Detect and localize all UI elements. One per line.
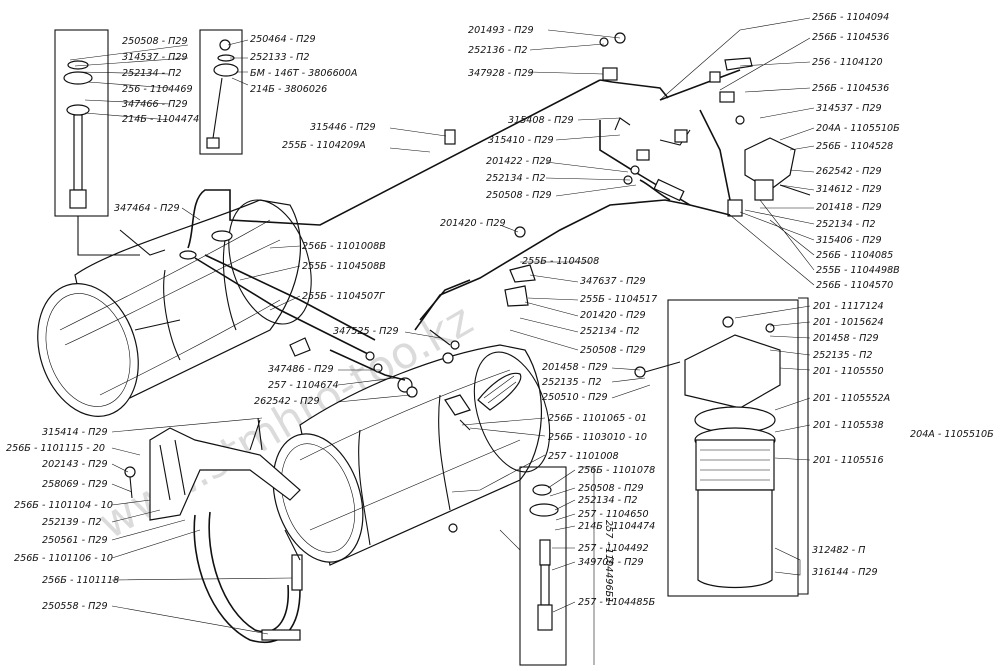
- part-label: 347486 - П29: [268, 364, 334, 375]
- part-label: 256Б - 1101106 - 10: [14, 553, 113, 564]
- part-label: 214Б - 3806026: [250, 84, 327, 95]
- part-label: 256Б - 1101078: [578, 465, 655, 476]
- part-label: 256Б - 1104536: [812, 32, 889, 43]
- part-label: 201420 - П29: [440, 218, 506, 229]
- part-label: 256Б - 1103010 - 10: [548, 432, 647, 443]
- part-label: 314537 - П29: [816, 103, 882, 114]
- part-label: 201 - 1015624: [813, 317, 884, 328]
- part-label: 250508 - П29: [486, 190, 552, 201]
- part-label: 257 - 1104650: [578, 509, 649, 520]
- leader-lines: [69, 17, 815, 665]
- part-label: 252135 - П2: [542, 377, 602, 388]
- part-labels: 250508 - П29 314537 - П29 252134 - П2 25…: [6, 12, 994, 612]
- fittings: [124, 32, 753, 499]
- part-label: 256 - 1104120: [812, 57, 883, 68]
- part-label: 201458 - П29: [813, 333, 879, 344]
- part-label: 250508 - П29: [578, 483, 644, 494]
- part-label: 202143 - П29: [42, 459, 108, 470]
- part-label: 252133 - П2: [250, 52, 310, 63]
- tank-bracket-strap: [149, 419, 303, 643]
- part-label: 347464 - П29: [114, 203, 180, 214]
- part-label: 347928 - П29: [468, 68, 534, 79]
- part-label: 250561 - П29: [42, 535, 108, 546]
- part-label: 250508 - П29: [580, 345, 646, 356]
- part-label: 201 - 1105550: [813, 366, 884, 377]
- part-label: 201420 - П29: [580, 310, 646, 321]
- part-label: 315408 - П29: [508, 115, 574, 126]
- fuel-sender-box-2: [199, 29, 243, 155]
- part-label: 256Б - 1101115 - 20: [6, 443, 105, 454]
- part-label: 214Б - 1104474: [122, 114, 199, 125]
- part-label: 255Б - 1104209А: [282, 140, 366, 151]
- part-label: 315406 - П29: [816, 235, 882, 246]
- part-label: 315410 - П29: [488, 135, 554, 146]
- part-label: 258069 - П29: [42, 479, 108, 490]
- part-label: 347466 - П29: [122, 99, 188, 110]
- part-label: 250464 - П29: [250, 34, 316, 45]
- part-label: 255Б - 1104508В: [302, 261, 386, 272]
- part-label: 201418 - П29: [816, 202, 882, 213]
- part-label: 349704 - П29: [578, 557, 644, 568]
- part-label: 255Б - 1104507Г: [302, 291, 385, 302]
- part-label: 347525 - П29: [333, 326, 399, 337]
- part-label: 257 - 1104674: [268, 380, 339, 391]
- fuel-sender-box-3: [499, 466, 567, 666]
- part-label: 315414 - П29: [42, 427, 108, 438]
- part-label: 252134 - П2: [580, 326, 640, 337]
- part-label: 201493 - П29: [468, 25, 534, 36]
- part-label: 256 - 1104469: [122, 84, 193, 95]
- part-label: 347637 - П29: [580, 276, 646, 287]
- part-label: 316144 - П29: [812, 567, 878, 578]
- part-label: 314537 - П29: [122, 52, 188, 63]
- part-label: 262542 - П29: [254, 396, 320, 407]
- part-label: 204А - 1105510Б: [816, 123, 900, 134]
- part-label: 262542 - П29: [816, 166, 882, 177]
- part-label: 256Б - 1104536: [812, 83, 889, 94]
- lower-fuel-tank: [272, 344, 551, 566]
- part-label: 315446 - П29: [310, 122, 376, 133]
- part-label: 201458 - П29: [542, 362, 608, 373]
- part-label: 252134 - П2: [578, 495, 638, 506]
- part-label: 204А - 1105510Б: [910, 429, 994, 440]
- part-label: 201 - 1105552А: [813, 393, 890, 404]
- filter-housing-upper: [727, 137, 811, 217]
- part-label: 255Б - 1104508: [522, 256, 599, 267]
- part-label: 256Б - 1101118: [42, 575, 119, 586]
- part-label: 256Б - 1104528: [816, 141, 893, 152]
- part-label: 201 - 1117124: [813, 301, 884, 312]
- part-label: 255Б - 1104498В: [816, 265, 900, 276]
- part-label: 252135 - П2: [813, 350, 873, 361]
- part-label: 201 - 1105516: [813, 455, 884, 466]
- part-label: 250508 - П29: [122, 36, 188, 47]
- part-label: 256Б - 1101065 - 01: [548, 413, 647, 424]
- part-label: 256Б - 1104085: [816, 250, 893, 261]
- fuel-filter-box: [667, 297, 809, 597]
- part-label: БМ - 146Т - 3806600А: [250, 68, 357, 79]
- part-label: 256Б - 1104570: [816, 280, 893, 291]
- part-label: 201422 - П29: [486, 156, 552, 167]
- part-label: 214Б - 1104474: [578, 521, 655, 532]
- part-label: 252134 - П2: [122, 68, 182, 79]
- part-label: 312482 - П: [812, 545, 865, 556]
- part-label: 257 - 1104485Б: [578, 597, 656, 608]
- part-label: 314612 - П29: [816, 184, 882, 195]
- part-label: 256Б - 1104094: [812, 12, 889, 23]
- part-label: 257 - 1104496Б1: [603, 520, 614, 603]
- part-label: 255Б - 1104517: [580, 294, 658, 305]
- part-label: 252134 - П2: [486, 173, 546, 184]
- part-label: 252139 - П2: [42, 517, 102, 528]
- part-label: 201 - 1105538: [813, 420, 884, 431]
- part-label: 256Б - 1101008В: [302, 241, 386, 252]
- part-label: 256Б - 1101104 - 10: [14, 500, 113, 511]
- part-label: 257 - 1104492: [578, 543, 649, 554]
- fuel-sender-box-1: [54, 29, 140, 256]
- part-label: 250558 - П29: [42, 601, 108, 612]
- part-label: 252134 - П2: [816, 219, 876, 230]
- part-label: 257 - 1101008: [548, 451, 619, 462]
- fuel-lines: [187, 69, 741, 381]
- part-label: 250510 - П29: [542, 392, 608, 403]
- part-label: 252136 - П2: [468, 45, 528, 56]
